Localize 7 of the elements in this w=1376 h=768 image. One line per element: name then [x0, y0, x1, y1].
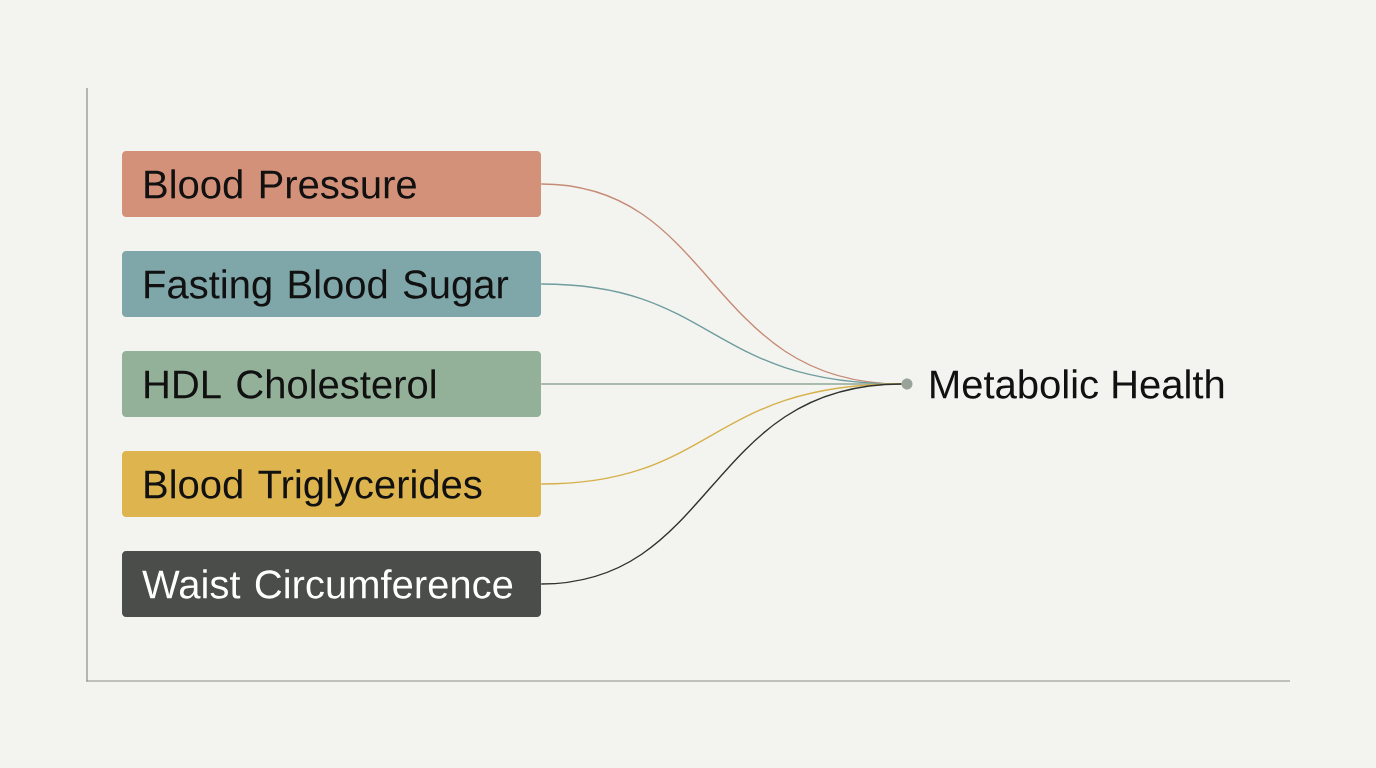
- node-label: Metabolic Health: [931, 369, 1224, 399]
- label-box: Fasting Blood Sugar: [122, 251, 541, 317]
- label-box: Blood Pressure: [122, 151, 541, 217]
- label-box: Blood Triglycerides: [122, 451, 541, 517]
- label-box: Waist Circumference: [122, 551, 541, 617]
- connector-line: [540, 383, 902, 585]
- label-box: HDL Cholesterol: [122, 351, 541, 417]
